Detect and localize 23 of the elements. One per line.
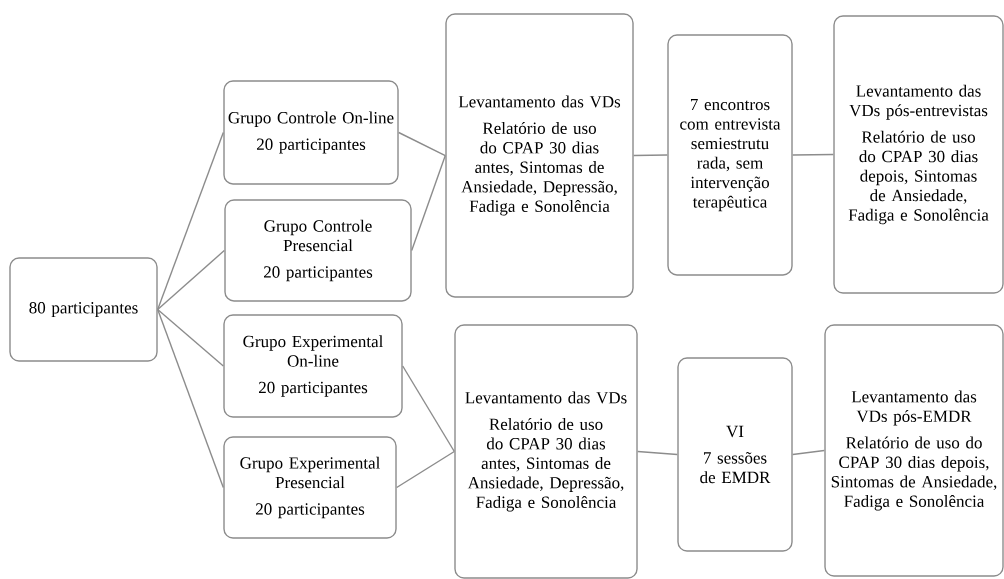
process-box: Levantamento das VDs pós-entrevistas Relatório de uso do CPAP 30 dias depois, Sintomas de Ansiedade, Fadiga e Sonolência [833,15,1004,294]
process-box: 80 participantes [9,257,158,362]
connector [411,154,446,252]
connector [633,154,668,157]
process-box: VI 7 sessões de EMDR [677,357,793,552]
connector [637,450,678,456]
process-box: Levantamento das VDs Relatório de uso do CPAP 30 dias antes, Sintomas de Ansiedade, Depressão, Fadiga e Sonolência [454,324,638,579]
connector [157,308,224,489]
process-box: Levantamento das VDs Relatório de uso do CPAP 30 dias antes, Sintomas de Ansiedade, Depressão, Fadiga e Sonolência [445,13,634,298]
process-box: Grupo Controle On-line 20 participantes [223,80,399,185]
connector [398,131,446,157]
process-box: Grupo Controle Presencial 20 participantes [224,199,412,302]
connector [157,249,225,311]
process-box: Grupo Experimental Presencial 20 participantes [223,436,397,539]
process-box: Levantamento das VDs pós-EMDR Relatório de uso do CPAP 30 dias depois, Sintomas de Ansiedade, Fadiga e Sonolência [824,324,1004,577]
connector [157,131,224,311]
process-box: 7 encontros com entrevista semiestrutu rada, sem intervenção terapêutica [667,34,793,276]
connector [157,308,224,367]
connector [396,450,455,489]
connector [402,365,455,453]
process-box: Grupo Experimental On-line 20 participantes [223,314,403,418]
connector [792,153,834,156]
connector [792,449,825,456]
